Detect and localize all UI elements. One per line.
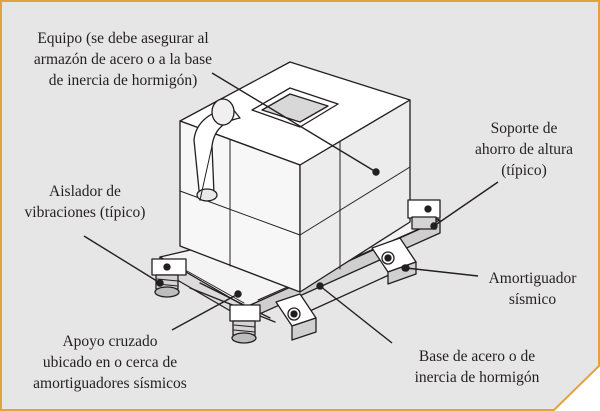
isolator-left-front xyxy=(151,258,187,298)
isolator-front-bottom xyxy=(229,304,261,344)
label-base: Base de acero o de inercia de hormigón xyxy=(414,348,540,386)
snubber-front xyxy=(275,293,317,341)
label-height-saving-support: Soporte de ahorro de altura (típico) xyxy=(474,120,574,179)
label-equipment: Equipo (se debe asegurar al armazón de a… xyxy=(33,30,213,89)
label-seismic-snubber: Amortiguador sísmico xyxy=(488,270,577,308)
leader-base xyxy=(316,282,393,344)
leader-height-saving-support xyxy=(430,181,499,230)
label-vibration-isolator: Aislador de vibraciones (típico) xyxy=(24,183,146,221)
leader-equipment xyxy=(211,72,380,176)
equipment-box xyxy=(179,61,411,293)
leader-seismic-snubber xyxy=(402,264,479,277)
leader-vibration-isolator xyxy=(83,235,164,287)
label-cross-brace: Apoyo cruzado ubicado en o cerca de amor… xyxy=(33,333,187,392)
equipment-side xyxy=(299,99,411,293)
leader-cross-brace xyxy=(171,290,242,331)
